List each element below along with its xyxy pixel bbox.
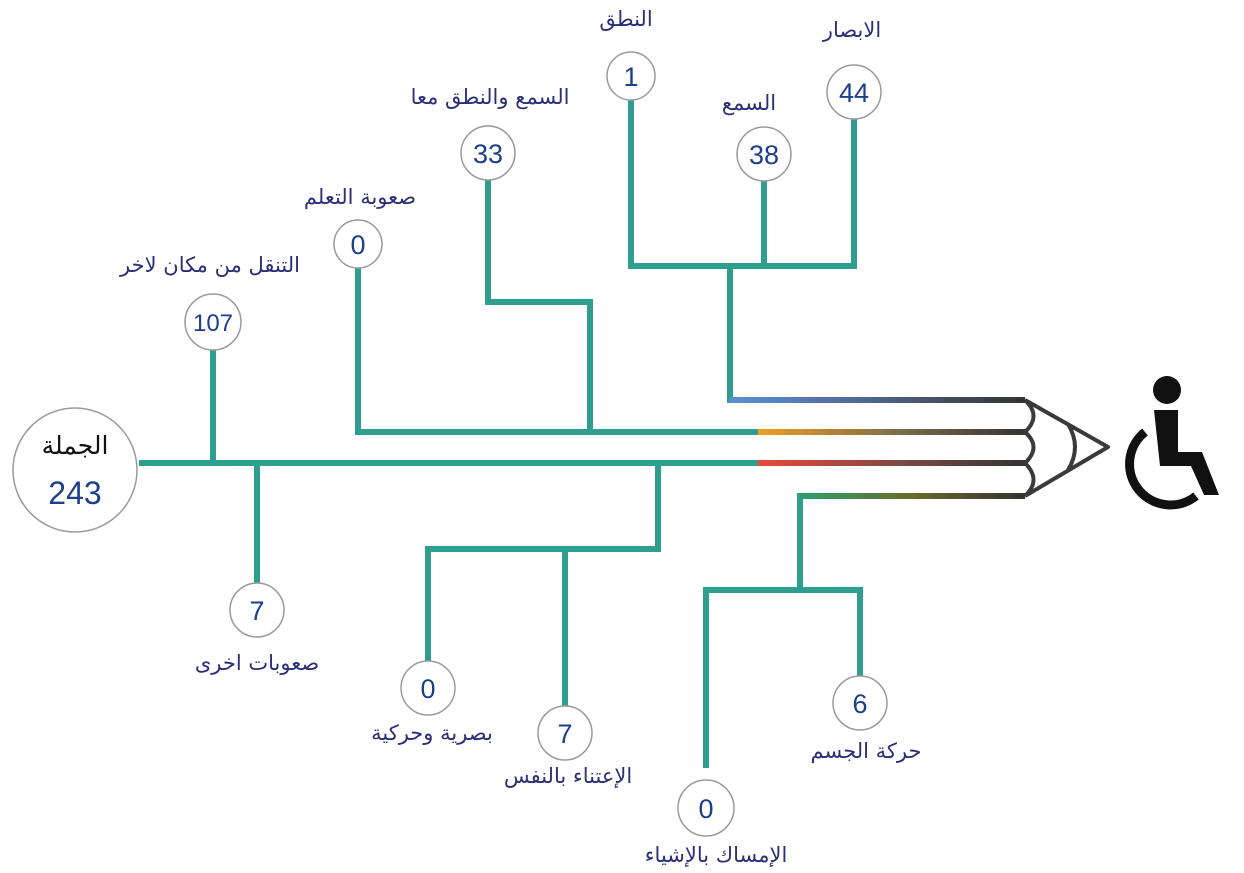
node-value: 0 <box>420 674 435 704</box>
node-hearing: 38 السمع <box>722 91 792 182</box>
node-value: 1 <box>623 62 638 92</box>
node-value: 38 <box>749 140 779 170</box>
node-learning: 0 صعوبة التعلم <box>304 185 416 269</box>
node-value: 7 <box>557 719 572 749</box>
total-node: الجملة 243 <box>12 407 138 533</box>
node-label: الإمساك بالإشياء <box>645 843 788 867</box>
node-value: 107 <box>193 310 233 337</box>
node-label: التنقل من مكان لاخر <box>119 253 300 277</box>
pencil-tip <box>1023 398 1110 498</box>
node-visual-motor: 0 بصرية وحركية <box>371 660 493 745</box>
node-value: 0 <box>698 794 713 824</box>
node-hearing-speech: 33 السمع والنطق معا <box>411 85 570 181</box>
node-label: السمع <box>722 91 776 115</box>
node-self-care: 7 الإعتناء بالنفس <box>504 705 632 788</box>
node-sight: 44 الابصار <box>822 18 882 120</box>
node-label: الإعتناء بالنفس <box>504 764 632 788</box>
node-grasping: 0 الإمساك بالإشياء <box>645 779 788 867</box>
branch-hearing-speech <box>485 175 593 435</box>
node-value: 33 <box>473 139 503 169</box>
node-label: السمع والنطق معا <box>411 85 570 109</box>
total-label: الجملة <box>42 431 109 460</box>
node-value: 0 <box>350 230 365 260</box>
node-speech: 1 النطق <box>599 7 656 101</box>
node-label: الابصار <box>822 18 881 42</box>
branch-lines <box>139 97 863 768</box>
wheelchair-icon <box>1125 376 1219 510</box>
branch-lower-group <box>425 460 661 663</box>
node-value: 7 <box>249 596 264 626</box>
node-other: 7 صعوبات اخرى <box>195 582 319 675</box>
total-value: 243 <box>48 475 101 511</box>
node-label: صعوبة التعلم <box>304 185 416 210</box>
node-value: 44 <box>839 78 869 108</box>
branch-learning-group <box>355 263 761 435</box>
node-mobility: 107 التنقل من مكان لاخر <box>119 253 300 351</box>
node-label: بصرية وحركية <box>371 721 493 745</box>
node-value: 6 <box>852 689 867 719</box>
node-label: النطق <box>599 7 652 31</box>
node-label: حركة الجسم <box>811 739 922 764</box>
node-body-movement: 6 حركة الجسم <box>811 675 922 764</box>
node-label: صعوبات اخرى <box>195 651 319 675</box>
colored-strands <box>730 397 1025 499</box>
